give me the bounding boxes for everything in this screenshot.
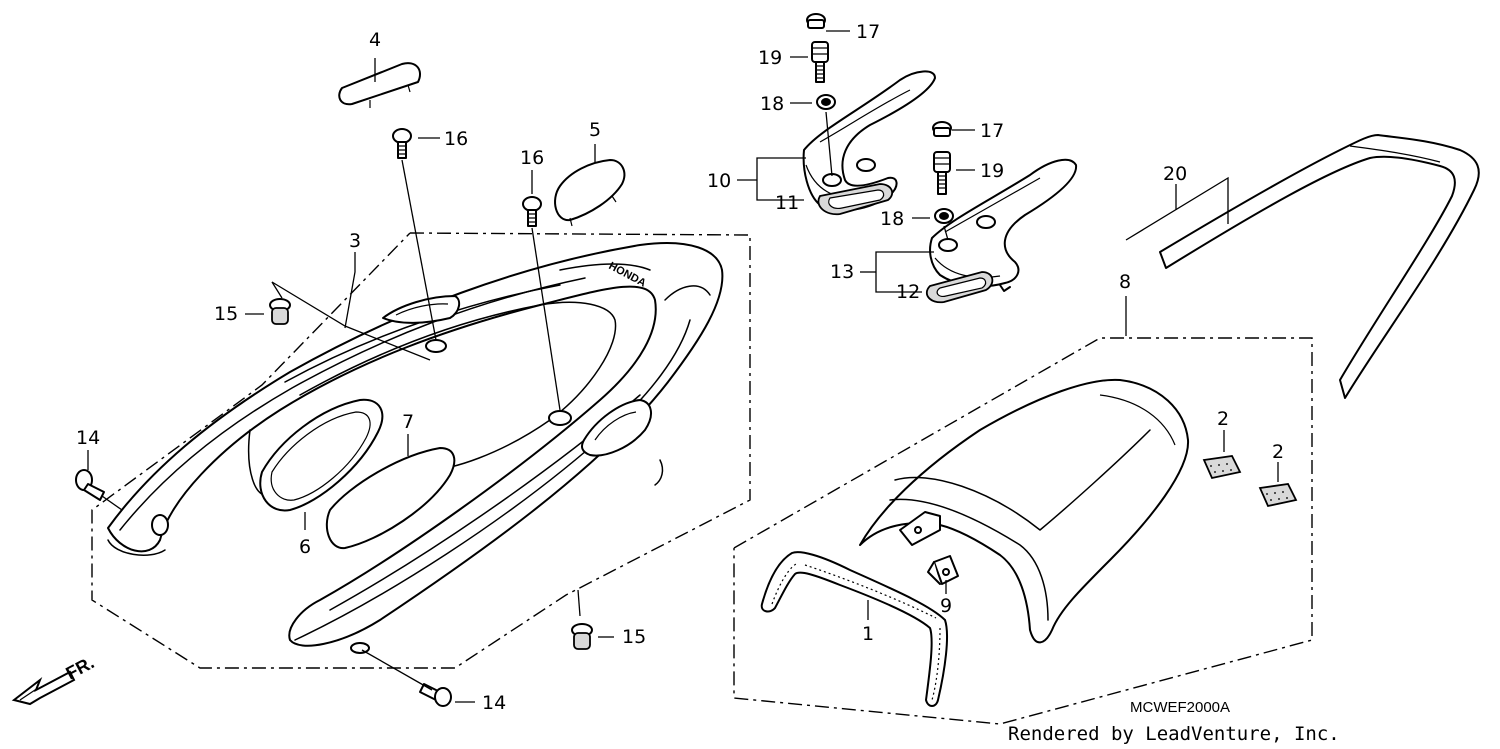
rubber-seat-11: [817, 183, 894, 216]
callout-16-left: 16: [444, 128, 468, 150]
bolt-19-left: [811, 41, 829, 83]
leader-lines: [87, 30, 1279, 703]
callout-10: 10: [707, 170, 731, 192]
callout-2-lower: 2: [1272, 441, 1284, 463]
callout-12: 12: [896, 281, 920, 303]
screw-16-left: [392, 128, 412, 159]
callout-15-upper: 15: [214, 303, 238, 325]
callout-17-right: 17: [980, 120, 1004, 142]
callout-15-lower: 15: [622, 626, 646, 648]
callout-2-upper: 2: [1217, 408, 1229, 430]
callout-11: 11: [775, 192, 799, 214]
callout-7: 7: [402, 411, 414, 433]
stripe-20: [1159, 134, 1480, 399]
cushion-2-upper: [1202, 455, 1242, 480]
callout-1: 1: [862, 623, 874, 645]
single-seat-cowl: [859, 378, 1190, 644]
callout-14-lower: 14: [482, 692, 506, 714]
callout-4: 4: [369, 29, 381, 51]
grommet-15-upper: [269, 298, 291, 325]
rear-cowl: HONDA: [107, 242, 724, 654]
callout-14-upper: 14: [76, 427, 100, 449]
callout-13: 13: [830, 261, 854, 283]
callout-18-right: 18: [880, 208, 904, 230]
callout-9: 9: [940, 595, 952, 617]
callout-19-right: 19: [980, 160, 1004, 182]
front-direction-arrow: FR.: [11, 652, 97, 706]
cap-17-right: [932, 121, 952, 137]
callout-20: 20: [1163, 163, 1187, 185]
grommet-15-lower: [571, 623, 593, 650]
bolt-14-upper: [75, 469, 105, 501]
render-credit: Rendered by LeadVenture, Inc.: [1008, 723, 1340, 745]
washer-18-right: [934, 208, 954, 224]
clip-9: [927, 555, 959, 585]
cap-17-left: [806, 13, 826, 29]
rear-cowl-assembly-boundary: [91, 232, 751, 669]
cushion-2-lower: [1258, 483, 1298, 508]
drawing-code: MCWEF2000A: [1130, 699, 1230, 716]
callout-3: 3: [349, 230, 361, 252]
callout-19-left: 19: [758, 47, 782, 69]
cover-5: [554, 159, 626, 227]
rubber-seat-12: [925, 271, 994, 304]
callout-6: 6: [299, 536, 311, 558]
side-cover-emblem-frame: [259, 398, 384, 512]
bolt-19-right: [933, 151, 951, 195]
callout-17-left: 17: [856, 21, 880, 43]
screw-16-right: [522, 196, 542, 227]
seat-cowl-seal: [760, 551, 949, 707]
cover-4: [338, 62, 421, 108]
callout-18-left: 18: [760, 93, 784, 115]
callout-5: 5: [589, 119, 601, 141]
callouts: 1 2 2 3 4 5 6 7 8 9 10 11 12 13 14 14 15…: [76, 21, 1284, 714]
callout-8: 8: [1119, 271, 1131, 293]
callout-16-right: 16: [520, 147, 544, 169]
side-emblem: [325, 447, 456, 550]
washer-18-left: [816, 94, 836, 110]
bolt-14-lower: [419, 683, 452, 707]
